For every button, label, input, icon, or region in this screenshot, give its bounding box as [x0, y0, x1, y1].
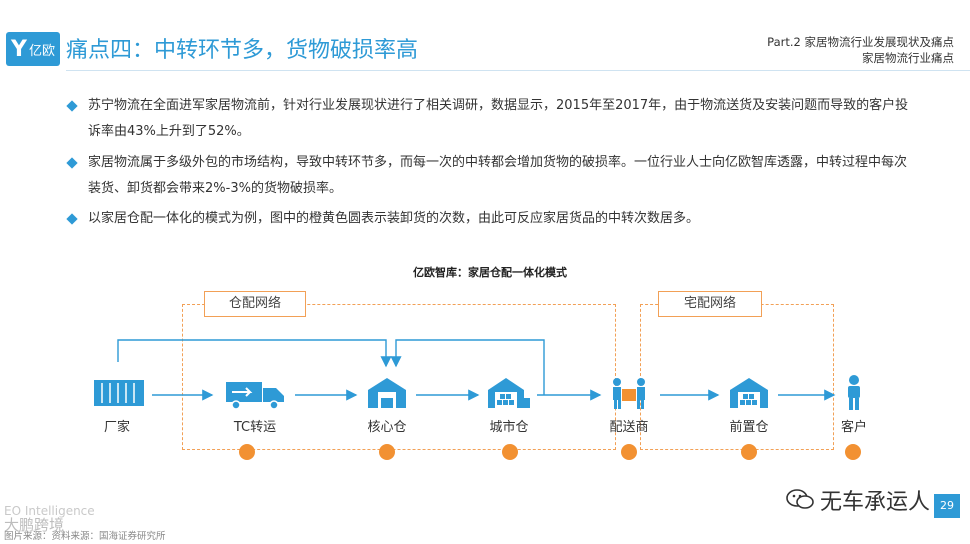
page-title: 痛点四：中转环节多，货物破损率高: [66, 38, 419, 63]
truck-icon: [224, 378, 286, 410]
handling-dot: [502, 444, 518, 460]
node-front-warehouse-label: 前置仓: [729, 420, 769, 435]
delivery-people-icon: [608, 376, 650, 410]
node-city-warehouse-label: 城市仓: [489, 420, 529, 435]
handling-dot: [621, 444, 637, 460]
bullet-item: 苏宁物流在全面进军家居物流前，针对行业发展现状进行了相关调研，数据显示，2015…: [66, 93, 918, 145]
logo-mark: Y: [11, 36, 27, 62]
node-distributor-label: 配送商: [609, 420, 649, 435]
warehouse-icon: [366, 376, 408, 410]
warehouse-network-label: 仓配网络: [204, 291, 306, 317]
bullet-text: 苏宁物流在全面进军家居物流前，针对行业发展现状进行了相关调研，数据显示，2015…: [88, 98, 909, 139]
home-delivery-network-label: 宅配网络: [658, 291, 762, 317]
watermark-text: 无车承运人: [820, 490, 931, 515]
warehouse-icon: [728, 376, 770, 410]
section-label: Part.2 家居物流行业发展现状及痛点 家居物流行业痛点: [634, 34, 954, 66]
node-customer-label: 客户: [840, 420, 867, 435]
node-tc-transfer-label: TC转运: [233, 420, 277, 435]
header-divider: [66, 70, 970, 71]
bullet-item: 以家居仓配一体化的模式为例，图中的橙黄色圆表示装卸货的次数，由此可反应家居货品的…: [66, 206, 918, 232]
node-core-warehouse-label: 核心仓: [367, 420, 407, 435]
node-factory-label: 厂家: [103, 420, 130, 435]
handling-dot: [741, 444, 757, 460]
logo-text: 亿欧: [28, 43, 55, 59]
bullet-text: 以家居仓配一体化的模式为例，图中的橙黄色圆表示装卸货的次数，由此可反应家居货品的…: [88, 211, 700, 226]
container-icon: [92, 378, 146, 408]
handling-dot: [845, 444, 861, 460]
source-note: 图片来源：资料来源：国海证券研究所: [4, 531, 166, 542]
warehouse-network-box: [182, 304, 616, 450]
brand-watermark-en: EO Intelligence: [4, 504, 95, 518]
diagram-title: 亿欧智库：家居仓配一体化模式: [413, 266, 567, 279]
handling-dot: [239, 444, 255, 460]
wechat-icon: [786, 488, 814, 514]
sub-line: 家居物流行业痛点: [862, 51, 954, 65]
page-number: 29: [934, 494, 960, 518]
warehouse-forklift-icon: [486, 376, 532, 410]
bullet-text: 家居物流属于多级外包的市场结构，导致中转环节多，而每一次的中转都会增加货物的破损…: [88, 155, 908, 196]
brand-watermark-cn: 大鹏跨境: [4, 516, 65, 534]
handling-dot: [379, 444, 395, 460]
brand-logo: Y 亿欧: [6, 32, 60, 66]
part-line: Part.2 家居物流行业发展现状及痛点: [767, 35, 954, 49]
bullet-item: 家居物流属于多级外包的市场结构，导致中转环节多，而每一次的中转都会增加货物的破损…: [66, 150, 918, 202]
person-icon: [842, 374, 866, 410]
